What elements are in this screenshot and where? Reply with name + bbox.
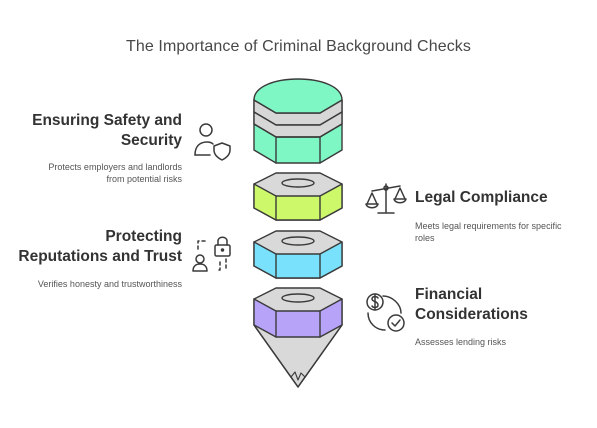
item-heading-safety: Ensuring Safety and Security — [18, 111, 182, 151]
item-heading-reputation: Protecting Reputations and Trust — [10, 227, 182, 267]
user-lock-icon — [192, 236, 231, 272]
item-description-reputation: Verifies honesty and trustworthiness — [10, 279, 182, 291]
item-description-reputation-line-1: Verifies honesty and trustworthiness — [37, 279, 182, 289]
item-heading-financial-line-1: Financial — [415, 286, 483, 303]
item-description-legal-line-2: roles — [415, 232, 435, 243]
user-shield-icon — [194, 123, 231, 161]
item-description-financial-line-1: Assesses lending risks — [415, 337, 507, 347]
item-heading-legal-line-1: Legal Compliance — [415, 189, 548, 206]
dollar-check-icon — [366, 293, 405, 332]
item-heading-safety-line-1: Ensuring Safety and — [32, 112, 182, 129]
item-heading-financial-line-2: Considerations — [415, 306, 528, 323]
item-heading-safety-line-2: Security — [120, 132, 182, 149]
stack-cap-segment — [253, 78, 343, 164]
item-description-safety-line-2: from potential risks — [106, 173, 182, 184]
stack-segment-financial — [253, 287, 343, 388]
item-heading-financial: Financial Considerations — [415, 285, 585, 325]
item-heading-reputation-line-1: Protecting — [105, 228, 182, 245]
item-description-financial: Assesses lending risks — [415, 337, 585, 349]
scales-icon — [365, 183, 407, 214]
diagram-title: The Importance of Criminal Background Ch… — [126, 38, 471, 55]
item-heading-reputation-line-2: Reputations and Trust — [18, 248, 182, 265]
item-description-legal: Meets legal requirements for specific ro… — [415, 221, 585, 244]
stack-segment-legal — [253, 172, 343, 221]
item-description-safety: Protects employers and landlords from po… — [18, 162, 182, 185]
item-description-safety-line-1: Protects employers and landlords — [48, 162, 182, 172]
stack-segment-reputation — [253, 230, 343, 279]
item-description-legal-line-1: Meets legal requirements for specific — [415, 221, 562, 231]
item-heading-legal: Legal Compliance — [415, 188, 585, 208]
